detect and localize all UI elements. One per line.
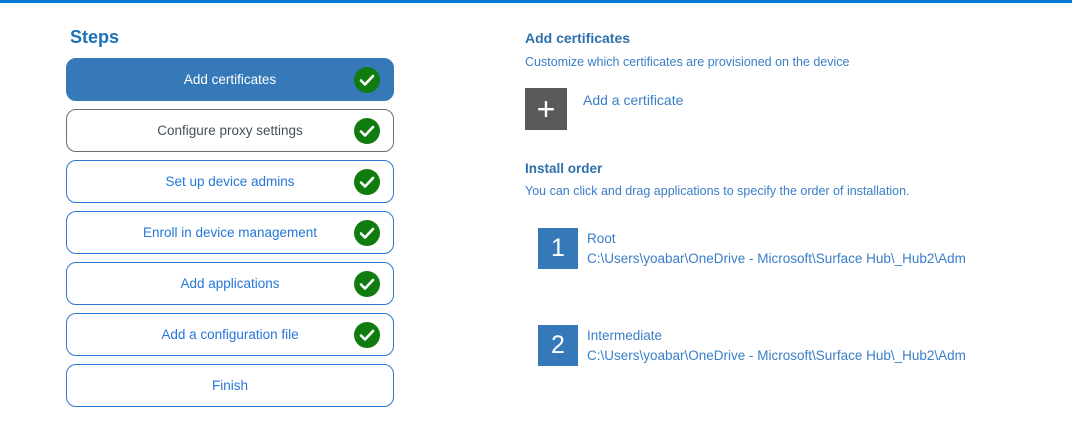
install-order-title: Install order [525,161,603,176]
certificate-path: C:\Users\yoabar\OneDrive - Microsoft\Sur… [587,251,966,266]
add-certificate-label: Add a certificate [583,92,684,108]
install-order-item[interactable]: 2 Intermediate C:\Users\yoabar\OneDrive … [538,325,966,366]
step-label: Add certificates [183,72,277,87]
check-circle-icon [354,66,380,93]
step-label: Add a configuration file [161,327,299,342]
plus-icon: + [525,88,567,130]
certificate-info: Root C:\Users\yoabar\OneDrive - Microsof… [587,228,966,269]
install-order-item[interactable]: 1 Root C:\Users\yoabar\OneDrive - Micros… [538,228,966,269]
add-certificate-button[interactable]: + Add a certificate [525,88,683,130]
check-circle-icon [354,219,380,246]
step-label: Set up device admins [165,174,295,189]
steps-panel: Steps Add certificates Configure proxy s… [66,27,394,415]
step-button-add-applications[interactable]: Add applications [66,262,394,305]
content-panel: Add certificates Customize which certifi… [525,30,1067,366]
step-button-add-a-configuration-file[interactable]: Add a configuration file [66,313,394,356]
check-circle-icon [354,321,380,348]
install-order-description: You can click and drag applications to s… [525,184,910,198]
section-title: Add certificates [525,30,631,46]
certificate-path: C:\Users\yoabar\OneDrive - Microsoft\Sur… [587,348,966,363]
step-label: Add applications [180,276,280,291]
step-label: Configure proxy settings [157,123,303,138]
certificate-name: Intermediate [587,328,663,343]
order-number-tile: 1 [538,228,578,269]
check-circle-icon [354,117,380,144]
step-button-add-certificates[interactable]: Add certificates [66,58,394,101]
step-button-set-up-device-admins[interactable]: Set up device admins [66,160,394,203]
step-button-enroll-in-device-management[interactable]: Enroll in device management [66,211,394,254]
check-circle-icon [354,168,380,195]
step-button-configure-proxy-settings[interactable]: Configure proxy settings [66,109,394,152]
order-number-tile: 2 [538,325,578,366]
certificate-info: Intermediate C:\Users\yoabar\OneDrive - … [587,325,966,366]
certificate-name: Root [587,231,616,246]
check-circle-icon [354,270,380,297]
step-button-finish[interactable]: Finish [66,364,394,407]
steps-panel-title: Steps [70,27,120,47]
top-accent-bar [0,0,1072,3]
step-label: Finish [211,378,248,393]
section-description: Customize which certificates are provisi… [525,55,850,69]
step-label: Enroll in device management [142,225,318,240]
